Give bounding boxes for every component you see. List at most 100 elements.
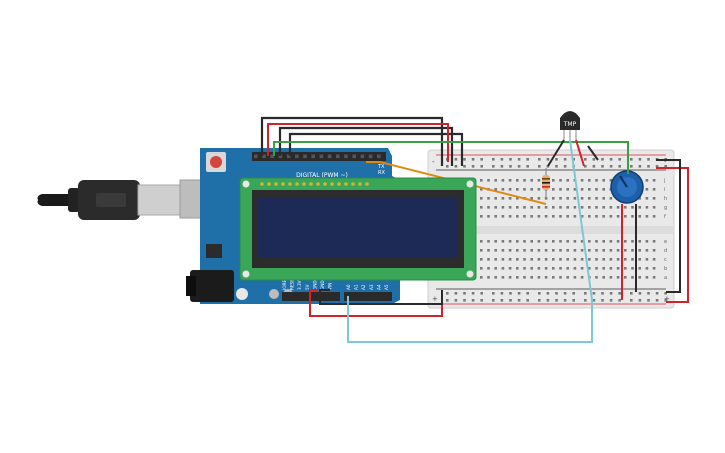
breadboard-hole: [655, 292, 659, 295]
breadboard-hole: [609, 292, 613, 295]
breadboard-hole: [492, 299, 495, 302]
breadboard-hole: [544, 206, 548, 209]
header-pin[interactable]: [377, 154, 381, 159]
wire-orange: [366, 161, 547, 205]
breadboard-hole: [544, 249, 548, 252]
breadboard-hole: [555, 158, 558, 161]
breadboard-hole: [494, 197, 497, 200]
header-pin[interactable]: [254, 154, 258, 159]
breadboard-hole: [638, 276, 641, 279]
breadboard-hole: [552, 215, 555, 218]
breadboard-hole: [566, 197, 569, 200]
breadboard-hole: [552, 188, 555, 191]
breadboard-hole: [537, 206, 541, 209]
digital-header-label: DIGITAL (PWM ~): [296, 172, 348, 179]
header-pin[interactable]: [327, 154, 332, 159]
header-pin[interactable]: [311, 154, 315, 159]
breadboard-hole: [480, 215, 483, 218]
header-pin[interactable]: [360, 154, 365, 159]
breadboard-hole: [601, 158, 604, 161]
header-pin[interactable]: [352, 154, 356, 159]
lcd-pin: [295, 182, 299, 186]
breadboard-hole: [580, 240, 584, 243]
breadboard-hole: [624, 206, 627, 209]
breadboard-hole: [538, 292, 541, 295]
digital-pin-header[interactable]: [252, 152, 386, 161]
breadboard-hole: [580, 258, 584, 261]
analog-pin-header[interactable]: [344, 292, 392, 301]
breadboard-hole: [559, 188, 562, 191]
header-pin[interactable]: [278, 154, 283, 159]
breadboard-hole: [609, 165, 613, 168]
lcd-pin: [267, 182, 271, 186]
header-pin[interactable]: [336, 154, 340, 159]
breadboard-hole: [630, 158, 633, 161]
breadboard-hole: [508, 179, 512, 182]
breadboard-hole: [544, 197, 548, 200]
row-letter: j: [663, 178, 665, 184]
breadboard-hole: [630, 292, 633, 295]
breadboard-hole: [664, 292, 667, 295]
row-letter: g: [664, 205, 667, 211]
breadboard-hole: [566, 258, 569, 261]
breadboard-hole: [602, 206, 605, 209]
breadboard-hole: [501, 267, 505, 270]
breadboard-hole: [563, 165, 567, 168]
header-pin[interactable]: [344, 154, 348, 159]
breadboard-hole: [559, 258, 562, 261]
breadboard-hole: [555, 165, 558, 168]
breadboard-hole: [572, 158, 575, 161]
breadboard-hole: [471, 165, 475, 168]
breadboard-hole: [500, 158, 504, 161]
breadboard-hole: [508, 206, 512, 209]
breadboard-hole: [552, 267, 555, 270]
breadboard-hole: [530, 240, 533, 243]
header-pin[interactable]: [303, 154, 307, 159]
breadboard-hole: [552, 276, 555, 279]
header-pin[interactable]: [270, 154, 274, 159]
breadboard-hole: [616, 206, 620, 209]
breadboard-hole: [616, 249, 620, 252]
breadboard-hole: [463, 299, 466, 302]
breadboard-hole: [588, 215, 591, 218]
breadboard-hole: [566, 188, 569, 191]
breadboard-hole: [631, 240, 634, 243]
lcd-pin: [365, 182, 369, 186]
breadboard-hole: [602, 188, 605, 191]
breadboard-hole: [530, 188, 533, 191]
breadboard-hole: [595, 249, 598, 252]
breadboard-hole: [573, 188, 577, 191]
header-pin[interactable]: [286, 154, 291, 159]
breadboard-hole: [501, 215, 505, 218]
breadboard-hole: [487, 267, 490, 270]
breadboard-hole: [494, 258, 497, 261]
reset-button-icon[interactable]: [206, 152, 226, 172]
potentiometer-knob-icon[interactable]: [610, 170, 644, 204]
resistor-icon[interactable]: [542, 168, 550, 198]
lcd-16x2-display[interactable]: [239, 177, 477, 281]
breadboard-hole: [652, 197, 656, 200]
analog-pin-label: A5: [384, 284, 389, 290]
lcd-pin: [323, 182, 327, 186]
lcd-pin: [281, 182, 285, 186]
header-pin[interactable]: [262, 154, 266, 159]
breadboard-hole: [638, 206, 641, 209]
breadboard-hole: [609, 240, 613, 243]
breadboard-hole: [494, 249, 497, 252]
header-pin[interactable]: [295, 154, 299, 159]
breadboard-hole: [588, 249, 591, 252]
breadboard-hole: [546, 165, 550, 168]
header-pin[interactable]: [368, 154, 373, 159]
lcd-pin: [260, 182, 264, 186]
breadboard-hole: [624, 215, 627, 218]
breadboard-hole: [618, 292, 621, 295]
breadboard-hole: [454, 165, 458, 168]
header-pin[interactable]: [319, 154, 324, 159]
breadboard-hole: [595, 240, 598, 243]
temperature-sensor[interactable]: TMP: [560, 111, 580, 140]
breadboard-hole: [630, 165, 633, 168]
breadboard-hole: [501, 240, 505, 243]
lcd-pin: [302, 182, 306, 186]
breadboard-hole: [652, 267, 656, 270]
